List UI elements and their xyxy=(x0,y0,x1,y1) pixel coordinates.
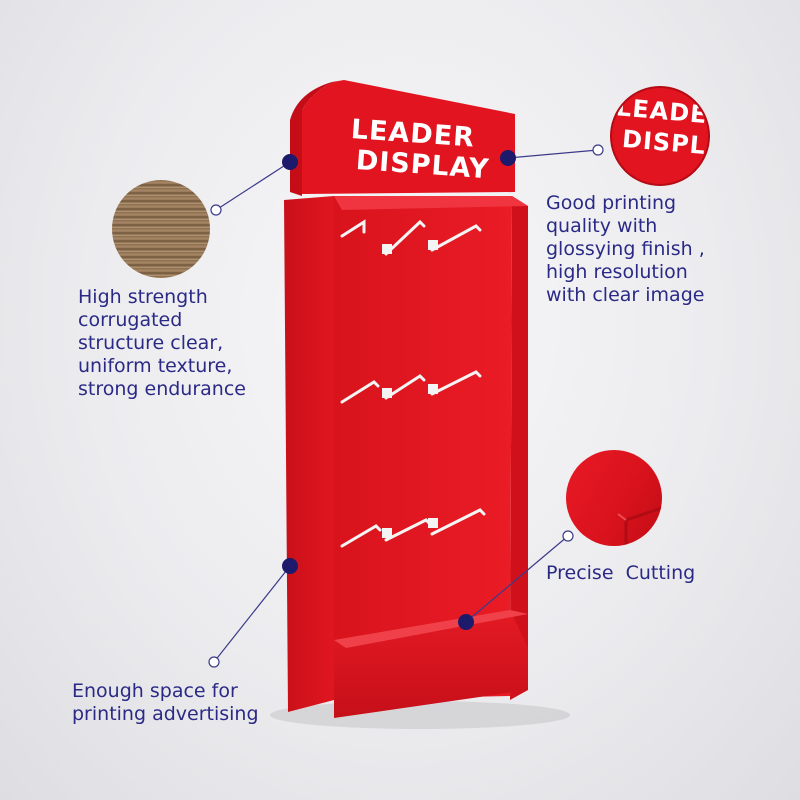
callout-line-space xyxy=(213,565,291,663)
callout-printing-line: with clear image xyxy=(546,284,705,306)
bottom-tray-top xyxy=(334,610,528,648)
hook-row-2 xyxy=(340,370,482,404)
callout-advertising-space: Enough space for printing advertising xyxy=(72,680,259,726)
callout-precise-cutting: Precise Cutting xyxy=(546,562,695,585)
body-top-lip xyxy=(334,196,528,210)
closeup-text-display: DISPLAY xyxy=(621,124,710,164)
header-board xyxy=(302,80,515,194)
callout-printing-line: quality with xyxy=(546,215,658,237)
callout-printing-line: high resolution xyxy=(546,261,688,283)
body-back-panel xyxy=(334,196,512,700)
callout-printing-line: Good printing xyxy=(546,192,677,214)
callout-end-space xyxy=(208,656,220,668)
callout-strength-line: uniform texture, xyxy=(78,355,233,377)
callout-corrugated-strength: High strength corrugated structure clear… xyxy=(78,286,246,401)
precise-cutting-closeup xyxy=(566,450,662,546)
header-curve-side xyxy=(290,80,344,196)
callout-line-printing xyxy=(507,149,599,159)
callout-dot-printing xyxy=(500,150,516,166)
callout-line-strength xyxy=(215,161,291,211)
callout-line-cutting xyxy=(465,535,569,623)
callout-dot-strength xyxy=(282,154,298,170)
callout-printing-line: glossying finish , xyxy=(546,238,705,260)
callout-end-printing xyxy=(592,144,604,156)
callout-printing-quality: Good printing quality with glossying fin… xyxy=(546,192,705,307)
corner-edge-graphic xyxy=(617,506,662,546)
callout-strength-line: structure clear, xyxy=(78,332,224,354)
callout-dot-cutting xyxy=(458,614,474,630)
hook-row-1 xyxy=(340,219,482,256)
callout-end-cutting xyxy=(562,530,574,542)
callout-space-line: Enough space for xyxy=(72,680,238,702)
corrugated-texture-closeup xyxy=(112,180,210,278)
callout-strength-line: strong endurance xyxy=(78,378,246,400)
callout-strength-line: High strength xyxy=(78,286,208,308)
callout-space-line: printing advertising xyxy=(72,703,259,725)
hook-row-3 xyxy=(340,508,486,548)
body-left-side xyxy=(284,196,334,712)
callout-dot-space xyxy=(282,558,298,574)
callout-cutting-line: Precise Cutting xyxy=(546,562,696,584)
callout-end-strength xyxy=(210,204,222,216)
print-quality-closeup: LEADER DISPLAY xyxy=(610,86,710,186)
callout-strength-line: corrugated xyxy=(78,309,183,331)
